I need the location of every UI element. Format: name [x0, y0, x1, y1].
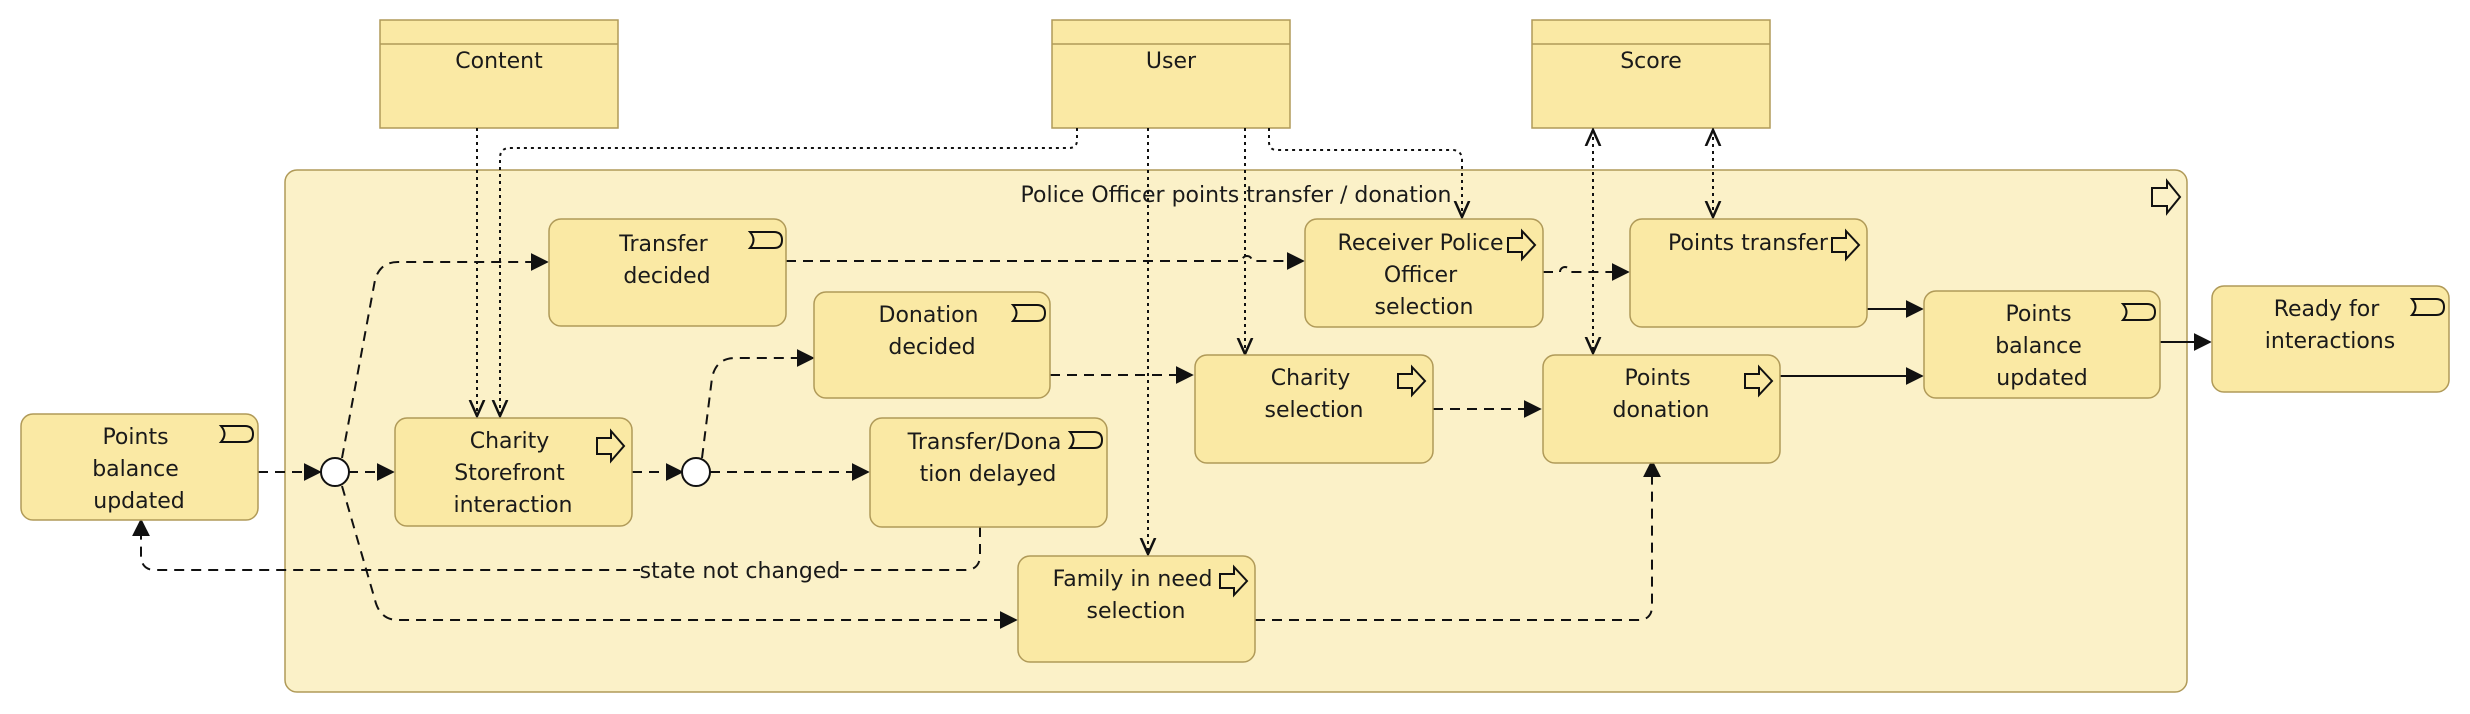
- event-icon: [218, 425, 255, 443]
- access-user-to-storefront: [500, 128, 1078, 416]
- node-label: Transfer decided: [618, 232, 714, 289]
- node-label: Points balance updated: [1995, 302, 2089, 391]
- edge-receiver-to-transfer: [1543, 263, 1630, 281]
- node-label: Points transfer: [1668, 231, 1829, 256]
- edge-junction-to-transfer: [341, 253, 549, 459]
- junction-1: [320, 457, 350, 487]
- data-object-score-label: Score: [1620, 49, 1682, 74]
- node-transfer-donation-delayed[interactable]: Transfer/Dona tion delayed: [869, 417, 1108, 528]
- event-icon: [1010, 304, 1047, 322]
- edge-delayed-to-balance: [132, 518, 981, 571]
- node-points-donation[interactable]: Points donation: [1542, 354, 1781, 464]
- node-donation-decided[interactable]: Donation decided: [813, 291, 1051, 399]
- node-receiver-police-officer-selection[interactable]: Receiver Police Officer selection: [1304, 218, 1544, 328]
- process-icon: [1219, 564, 1249, 598]
- node-label: Charity selection: [1265, 366, 1364, 423]
- node-charity-storefront-interaction[interactable]: Charity Storefront interaction: [394, 417, 633, 527]
- node-label: Family in need selection: [1053, 567, 1220, 624]
- data-object-user[interactable]: User: [1051, 19, 1291, 129]
- process-icon: [1744, 364, 1774, 398]
- node-label: Transfer/Dona tion delayed: [907, 430, 1069, 487]
- node-label: Charity Storefront interaction: [454, 429, 573, 518]
- node-charity-selection[interactable]: Charity selection: [1194, 354, 1434, 464]
- node-label: Points donation: [1613, 366, 1710, 423]
- event-icon: [2409, 298, 2446, 316]
- edges: [132, 128, 2212, 629]
- event-icon: [747, 231, 784, 249]
- process-icon: [1831, 228, 1861, 262]
- process-icon: [2151, 178, 2182, 216]
- data-object-user-label: User: [1146, 49, 1197, 74]
- junction-2: [681, 457, 711, 487]
- data-object-content-label: Content: [455, 49, 543, 74]
- node-label: Points balance updated: [92, 425, 186, 514]
- edge-transfer-to-receiver: [786, 252, 1305, 270]
- edge-junction-to-family: [341, 485, 1018, 629]
- edge-family-to-donation: [1255, 459, 1661, 621]
- event-icon: [2120, 303, 2157, 321]
- node-label: Receiver Police Officer selection: [1338, 231, 1511, 320]
- edge-label-state-not-changed: state not changed: [640, 559, 841, 584]
- process-icon: [1397, 364, 1427, 398]
- node-points-balance-updated-output[interactable]: Points balance updated: [1923, 290, 2161, 399]
- node-points-transfer[interactable]: Points transfer: [1629, 218, 1868, 328]
- access-user-to-receiver: [1268, 128, 1462, 217]
- data-object-score[interactable]: Score: [1531, 19, 1771, 129]
- node-ready-for-interactions[interactable]: Ready for interactions: [2211, 285, 2450, 393]
- node-family-in-need-selection[interactable]: Family in need selection: [1017, 555, 1256, 663]
- node-transfer-decided[interactable]: Transfer decided: [548, 218, 787, 327]
- node-label: Donation decided: [879, 303, 986, 360]
- event-icon: [1067, 431, 1104, 449]
- node-points-balance-updated-input[interactable]: Points balance updated: [20, 413, 259, 521]
- data-object-content[interactable]: Content: [379, 19, 619, 129]
- process-icon: [596, 428, 626, 464]
- group-label: Police Officer points transfer / donatio…: [1021, 183, 1452, 208]
- process-icon: [1507, 228, 1537, 262]
- node-label: Ready for interactions: [2265, 297, 2395, 354]
